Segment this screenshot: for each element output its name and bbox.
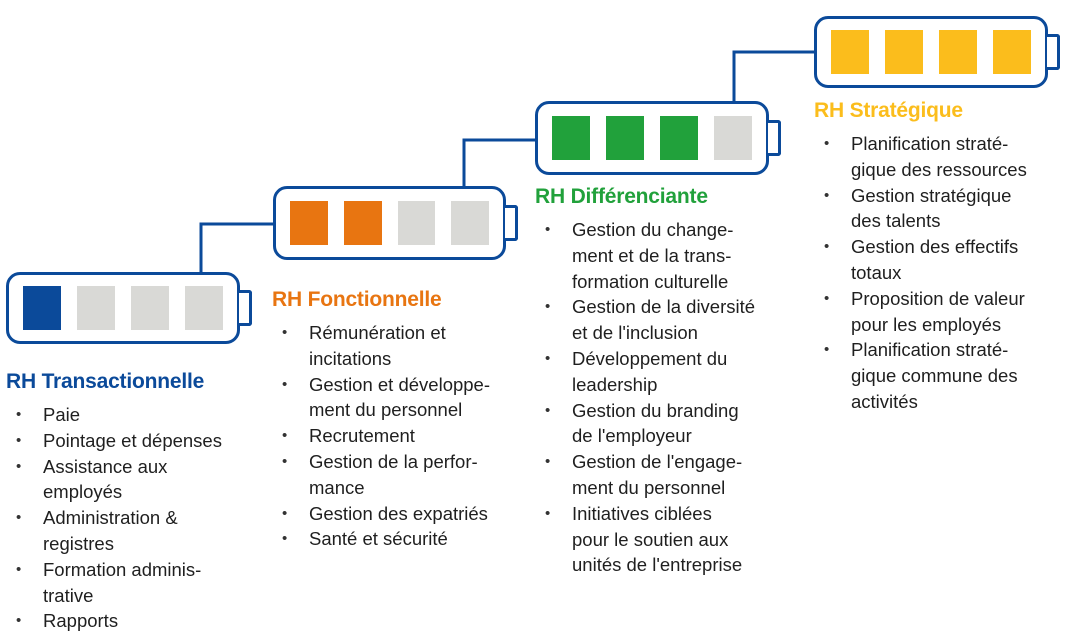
stage-title: RH Transactionnelle (6, 370, 205, 393)
list-item: Rémunération et incitations (272, 320, 490, 372)
battery-fonctionnelle (273, 186, 518, 260)
list-item: Développement du leadership (535, 346, 755, 398)
list-item: Gestion des expatriés (272, 501, 490, 527)
list-item: Recrutement (272, 423, 490, 449)
battery-terminal (505, 205, 518, 241)
battery-cell-filled (885, 30, 923, 74)
list-item: Paie (6, 402, 222, 428)
list-item: Gestion stratégique des talents (814, 183, 1027, 235)
battery-cell-filled (23, 286, 61, 330)
list-item: Gestion du branding de l'employeur (535, 398, 755, 450)
battery-cell-empty (185, 286, 223, 330)
battery-cell-empty (77, 286, 115, 330)
battery-differenciante (535, 101, 781, 175)
column-strategique: RH Stratégique Planification straté- giq… (814, 99, 1027, 415)
list-item: Santé et sécurité (272, 526, 490, 552)
stage-list: Planification straté- gique des ressourc… (814, 131, 1027, 415)
battery-terminal (768, 120, 781, 156)
list-item: Gestion de la diversité et de l'inclusio… (535, 294, 755, 346)
stage-list: PaiePointage et dépensesAssistance aux e… (6, 402, 222, 634)
battery-cell-empty (131, 286, 169, 330)
connector-1-2 (199, 222, 273, 272)
list-item: Assistance aux employés (6, 454, 222, 506)
battery-terminal (239, 290, 252, 326)
list-item: Rapports (6, 608, 222, 634)
battery-cell-filled (939, 30, 977, 74)
list-item: Planification straté- gique des ressourc… (814, 131, 1027, 183)
battery-cell-filled (993, 30, 1031, 74)
list-item: Gestion des effectifs totaux (814, 234, 1027, 286)
column-differenciante: RH Différenciante Gestion du change- men… (535, 185, 755, 578)
list-item: Gestion de l'engage- ment du personnel (535, 449, 755, 501)
list-item: Administration & registres (6, 505, 222, 557)
stage-list: Gestion du change- ment et de la trans- … (535, 217, 755, 578)
battery-cell-filled (660, 116, 698, 160)
column-fonctionnelle: RH Fonctionnelle Rémunération et incitat… (272, 288, 490, 552)
stage-list: Rémunération et incitationsGestion et dé… (272, 320, 490, 552)
column-transactionnelle: RH Transactionnelle PaiePointage et dépe… (6, 370, 222, 634)
list-item: Gestion et développe- ment du personnel (272, 372, 490, 424)
list-item: Planification straté- gique commune des … (814, 337, 1027, 414)
list-item: Pointage et dépenses (6, 428, 222, 454)
battery-cell-filled (606, 116, 644, 160)
connector-3-4 (732, 50, 814, 101)
battery-cell-filled (290, 201, 328, 245)
connector-2-3 (462, 138, 535, 186)
battery-cell-empty (451, 201, 489, 245)
battery-strategique (814, 16, 1060, 88)
battery-cell-empty (714, 116, 752, 160)
battery-transactionnelle (6, 272, 252, 344)
battery-cell-filled (831, 30, 869, 74)
battery-cell-empty (397, 201, 436, 245)
list-item: Gestion de la perfor- mance (272, 449, 490, 501)
stage-title: RH Différenciante (535, 185, 708, 208)
list-item: Proposition de valeur pour les employés (814, 286, 1027, 338)
list-item: Formation adminis- trative (6, 557, 222, 609)
list-item: Gestion du change- ment et de la trans- … (535, 217, 755, 294)
stage-title: RH Fonctionnelle (272, 288, 442, 311)
battery-terminal (1047, 34, 1060, 70)
battery-cell-filled (552, 116, 590, 160)
list-item: Initiatives ciblées pour le soutien aux … (535, 501, 755, 578)
battery-cell-filled (343, 201, 382, 245)
stage-title: RH Stratégique (814, 99, 963, 122)
